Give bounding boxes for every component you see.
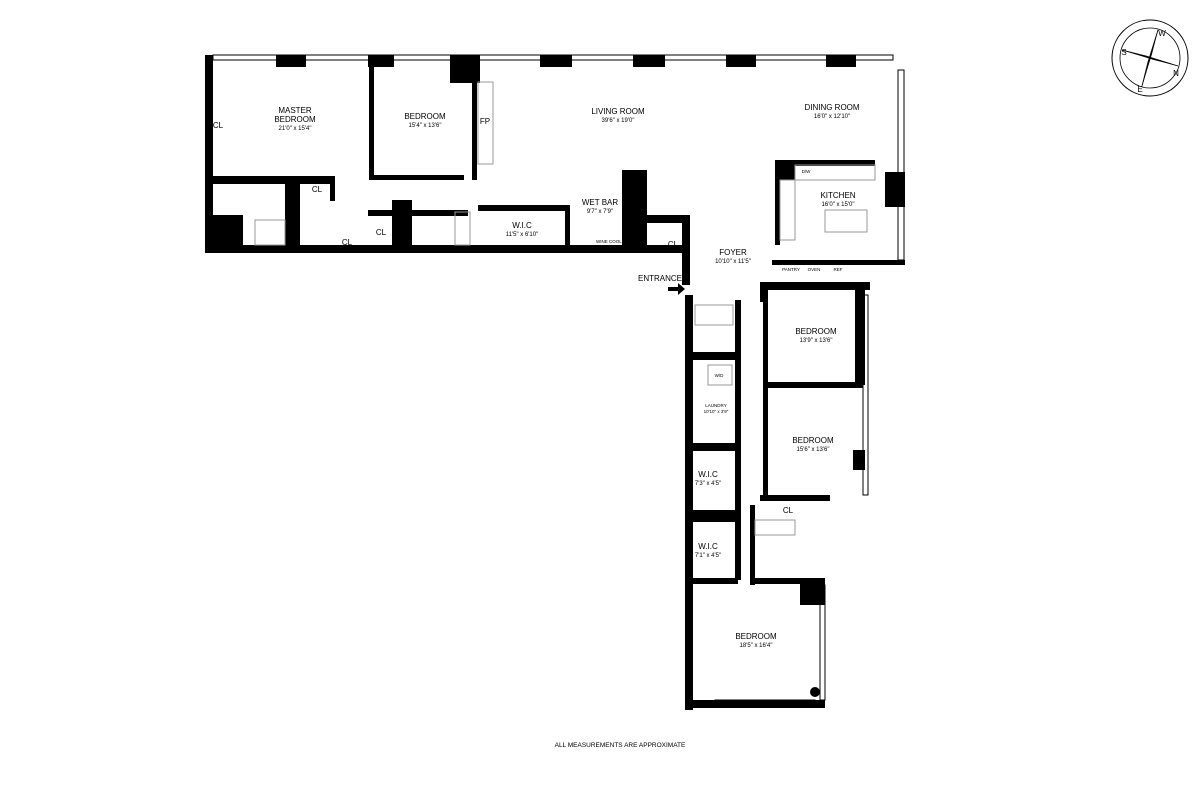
room-laundry-name: LAUNDRY bbox=[705, 403, 726, 408]
room-dining-dims: 16'0" x 12'10" bbox=[814, 114, 850, 120]
room-master-bedroom-name: MASTER bbox=[278, 106, 312, 115]
dishwasher-label: D/W bbox=[802, 169, 812, 174]
closet-label: CL bbox=[217, 234, 228, 243]
room-wic-2-dims: 7'3" x 4'5" bbox=[695, 481, 721, 487]
room-bedroom-2-dims: 13'9" x 13'6" bbox=[800, 338, 833, 344]
fireplace-label: FP bbox=[480, 117, 490, 126]
closet-label: CL bbox=[312, 185, 323, 194]
footnote: ALL MEASUREMENTS ARE APPROXIMATE bbox=[555, 742, 686, 749]
closet-label: CL bbox=[342, 238, 353, 247]
walls bbox=[205, 55, 905, 710]
windows bbox=[212, 54, 905, 706]
room-bedroom-4-dims: 18'5" x 16'4" bbox=[740, 643, 773, 649]
room-wet-bar-dims: 9'7" x 7'9" bbox=[587, 209, 613, 215]
room-wic-1-dims: 11'5" x 6'10" bbox=[506, 232, 538, 238]
room-bedroom-3-dims: 15'6" x 13'6" bbox=[797, 447, 830, 453]
room-living-dims: 39'6" x 19'0" bbox=[602, 118, 635, 124]
compass-letter-n: N bbox=[1173, 69, 1179, 78]
compass-letter-s: S bbox=[1121, 48, 1126, 57]
room-dining-name: DINING ROOM bbox=[804, 103, 859, 112]
room-kitchen-name: KITCHEN bbox=[820, 191, 855, 200]
oven-label: OVEN bbox=[808, 267, 821, 272]
room-bedroom-1-dims: 15'4" x 13'6" bbox=[409, 123, 442, 129]
room-kitchen-dims: 16'0" x 15'0" bbox=[822, 202, 855, 208]
washer-dryer-label: W/D bbox=[715, 373, 724, 378]
entrance-arrow-icon bbox=[668, 283, 685, 295]
fixtures bbox=[254, 81, 876, 536]
ref-label: REF bbox=[834, 267, 843, 272]
compass-letter-w: W bbox=[1158, 29, 1166, 38]
room-bedroom-2-name: BEDROOM bbox=[795, 327, 837, 336]
room-foyer-dims: 10'10" x 11'5" bbox=[715, 259, 751, 265]
closet-label: CL bbox=[668, 240, 679, 249]
room-bedroom-1-name: BEDROOM bbox=[404, 112, 446, 121]
room-bedroom-4-name: BEDROOM bbox=[735, 632, 777, 641]
wine-cooler-label: WINE COOLER bbox=[596, 239, 629, 244]
room-laundry-dims: 10'10" x 3'9" bbox=[704, 409, 729, 414]
closet-label: CL bbox=[213, 121, 224, 130]
room-wic-3-name: W.I.C bbox=[698, 542, 718, 551]
entrance-label: ENTRANCE bbox=[638, 274, 682, 283]
room-wic-1-name: W.I.C bbox=[512, 221, 532, 230]
compass-icon: S W N E bbox=[1111, 19, 1189, 97]
closet-label: CL bbox=[400, 218, 411, 227]
room-wic-3-dims: 7'1" x 4'5" bbox=[695, 553, 721, 559]
room-master-bedroom-dims: 21'0" x 15'4" bbox=[279, 126, 312, 132]
room-living-name: LIVING ROOM bbox=[591, 107, 645, 116]
pantry-label: PANTRY bbox=[782, 267, 800, 272]
room-bedroom-3-name: BEDROOM bbox=[792, 436, 834, 445]
room-wet-bar-name: WET BAR bbox=[582, 198, 619, 207]
room-wic-2-name: W.I.C bbox=[698, 470, 718, 479]
compass-letter-e: E bbox=[1137, 85, 1142, 94]
room-labels: MASTER BEDROOM 21'0" x 15'4" BEDROOM 15'… bbox=[213, 103, 860, 649]
closet-label: CL bbox=[783, 506, 794, 515]
room-foyer-name: FOYER bbox=[719, 248, 747, 257]
closet-label: CL bbox=[376, 228, 387, 237]
room-master-bedroom-name2: BEDROOM bbox=[274, 115, 316, 124]
